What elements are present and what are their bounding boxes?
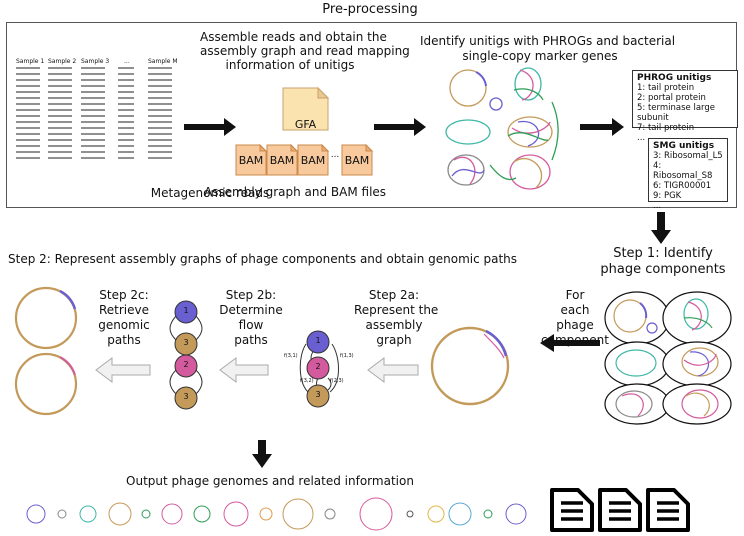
phage-components: [604, 291, 732, 425]
edge-label-f31: f(3,1): [284, 353, 298, 359]
step2a-label: Step 2a: Represent the assembly graph: [354, 288, 439, 348]
gfa-file-icon: [282, 86, 330, 131]
bam-label-2: BAM: [269, 154, 295, 167]
bam-file-icons: [235, 143, 374, 176]
smg-item: 6: TIGR00001: [653, 181, 712, 191]
smg-item: 9: PGK: [653, 191, 682, 201]
step2c-paths: [14, 286, 78, 416]
reads-caption: Metagenomic reads: [150, 186, 270, 200]
identify-text-line-1: Identify unitigs with PHROGs and bacteri…: [420, 34, 676, 48]
smg-item: ...: [653, 201, 662, 211]
arrow-1: [184, 118, 236, 136]
smg-item: 4: Ribosomal_S8: [653, 161, 713, 181]
node-label-3: 3: [315, 390, 321, 399]
arrow-down-output: [252, 440, 272, 468]
step2c-line: Retrieve: [98, 303, 150, 317]
step2b-line: Determine: [219, 303, 283, 317]
assembly-caption: Assembly graph and BAM files: [203, 185, 387, 199]
step2a-line: Step 2a:: [368, 288, 420, 302]
phrog-item: ...: [637, 133, 646, 143]
document-icon-2: [598, 488, 642, 532]
arrow-3: [580, 118, 624, 136]
step2c-line: paths: [107, 333, 141, 347]
gfa-label: GFA: [294, 118, 317, 131]
sample-label-1: Sample 1: [16, 58, 45, 65]
sample-label-m: Sample M: [148, 58, 178, 65]
sample-label-ellipsis: ...: [124, 58, 130, 65]
hollow-arrows: [95, 357, 419, 383]
preprocessing-title: Pre-processing: [322, 2, 418, 17]
step2b-graph: [169, 300, 203, 410]
phrog-unitigs-legend: PHROG unitigs 1: tail protein 2: portal …: [632, 70, 738, 143]
phrog-title: PHROG unitigs: [637, 73, 712, 83]
node-label-3: 3: [183, 338, 189, 347]
arrow-down-1: [651, 212, 671, 244]
node-label-2: 2: [315, 362, 321, 371]
bam-ellipsis: ...: [330, 150, 340, 160]
step2c-label: Step 2c: Retrieve genomic paths: [88, 288, 160, 348]
sample-label-3: Sample 3: [81, 58, 110, 65]
step1-line-1: Step 1: Identify: [613, 246, 713, 261]
for-each-line: component: [541, 333, 609, 347]
phrog-item: 7: tail protein: [637, 123, 695, 133]
assemble-text: Assemble reads and obtain the assembly g…: [200, 30, 410, 72]
edge-label-f23: f(2,3): [330, 378, 344, 384]
bam-label-4: BAM: [344, 154, 370, 167]
metagenomic-reads-lines: [16, 67, 172, 159]
output-genome-circles: [26, 497, 527, 531]
node-label-3: 3: [183, 392, 189, 401]
document-icon-1: [550, 488, 594, 532]
output-title: Output phage genomes and related informa…: [126, 474, 414, 488]
smg-item: 3: Ribosomal_L5: [653, 151, 723, 161]
identify-text-line-2: single-copy marker genes: [462, 49, 618, 63]
unitig-graphs: [445, 67, 559, 190]
phrog-item: 1: tail protein: [637, 83, 695, 93]
step2a-line: Represent the: [354, 303, 439, 317]
for-each-line: each: [560, 303, 590, 317]
for-each-line: For: [565, 288, 585, 302]
document-icon-3: [646, 488, 690, 532]
step2a-graph: [299, 330, 339, 408]
phrog-item: 5: terminase large subunit: [637, 103, 716, 123]
phrog-item: 2: portal protein: [637, 93, 706, 103]
step2a-line: assembly: [365, 318, 423, 332]
step2b-line: flow: [238, 318, 264, 332]
sample-label-2: Sample 2: [48, 58, 77, 65]
smg-title: SMG unitigs: [653, 141, 715, 151]
arrow-2: [374, 118, 426, 136]
step2a-circle: [430, 326, 510, 406]
step2a-line: graph: [376, 333, 412, 347]
step2b-line: Step 2b:: [225, 288, 277, 302]
step2b-label: Step 2b: Determine flow paths: [214, 288, 288, 348]
step1-label: Step 1: Identify phage components: [590, 246, 736, 278]
bam-label-1: BAM: [238, 154, 264, 167]
assemble-text-line-1: Assemble reads and obtain the: [200, 30, 387, 44]
assemble-text-line-2: assembly graph and read mapping: [200, 44, 410, 58]
bam-label-3: BAM: [300, 154, 326, 167]
node-label-1: 1: [315, 336, 321, 345]
smg-unitigs-legend: SMG unitigs 3: Ribosomal_L5 4: Ribosomal…: [648, 138, 728, 211]
step2-title: Step 2: Represent assembly graphs of pha…: [8, 252, 518, 266]
for-each-line: phage: [556, 318, 594, 332]
node-label-2: 2: [183, 360, 189, 369]
assemble-text-line-3: information of unitigs: [225, 58, 355, 72]
edge-label-f13: f(1,3): [340, 353, 354, 359]
for-each-component-label: For each phage component: [540, 288, 610, 348]
arrow-left-component: [540, 334, 600, 352]
step2c-line: genomic: [98, 318, 150, 332]
identify-text: Identify unitigs with PHROGs and bacteri…: [420, 34, 676, 64]
step2c-line: Step 2c:: [99, 288, 149, 302]
step1-line-2: phage components: [600, 262, 726, 277]
document-icons: [550, 488, 690, 532]
edge-label-f32: f(3,2): [300, 378, 314, 384]
node-label-1: 1: [183, 306, 189, 315]
arrows: [184, 118, 671, 468]
step2b-line: paths: [234, 333, 268, 347]
